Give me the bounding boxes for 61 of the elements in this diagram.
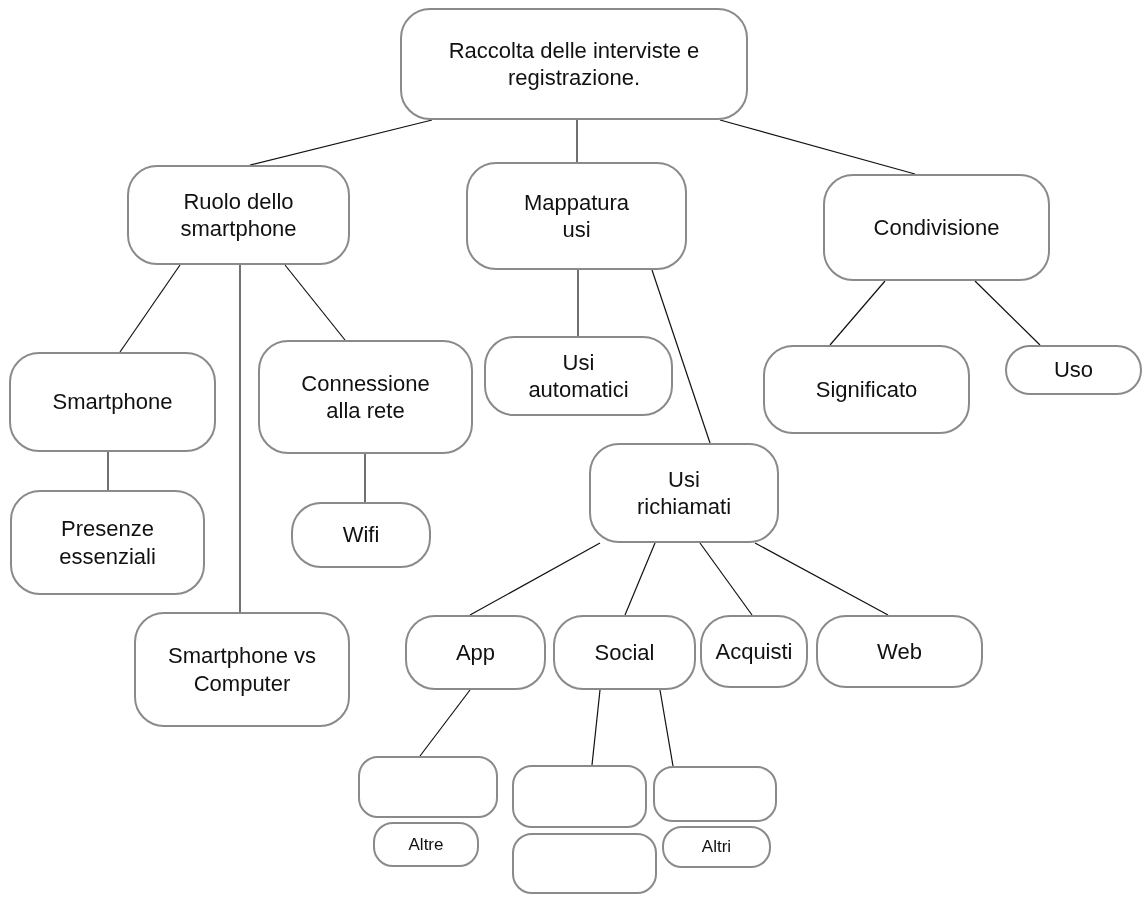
topic-box	[373, 822, 479, 867]
topic-box	[134, 612, 350, 727]
connector-line	[284, 264, 346, 341]
topic-box	[589, 443, 779, 543]
connector-line	[249, 119, 433, 166]
topic-text: Social	[594, 638, 655, 667]
connector-line	[419, 689, 471, 757]
connector-line	[576, 119, 578, 163]
connector-line	[699, 542, 753, 616]
connector-line	[719, 119, 916, 175]
empty-box	[512, 833, 657, 894]
topic-box	[400, 8, 748, 120]
connector-line	[829, 280, 886, 346]
topic-box	[700, 615, 808, 688]
connector-line	[239, 264, 241, 613]
topic-text: Ruolo dello smartphone	[179, 187, 298, 243]
connector-line	[469, 542, 601, 616]
empty-box	[653, 766, 777, 822]
topic-box	[763, 345, 970, 434]
topic-text: Usi richiamati	[635, 465, 733, 521]
topic-box	[127, 165, 350, 265]
topic-text: Wifi	[342, 521, 380, 549]
topic-text: Usi automatici	[528, 348, 629, 404]
connector-line	[651, 269, 711, 444]
topic-box	[258, 340, 473, 454]
connector-line	[577, 269, 579, 337]
connector-line	[754, 542, 889, 616]
topic-text: Mappatura usi	[522, 188, 631, 244]
topic-text: Condivisione	[873, 213, 1000, 242]
connector-line	[119, 264, 181, 353]
topic-text: Smartphone	[52, 388, 173, 416]
connector-line	[364, 453, 366, 503]
connector-line	[974, 280, 1041, 346]
connector-line	[591, 689, 601, 766]
topic-box	[484, 336, 673, 416]
topic-text: Connessione alla rete	[300, 369, 431, 425]
topic-box	[1005, 345, 1142, 395]
topic-text: Raccolta delle interviste e registrazione.	[447, 36, 701, 92]
topic-text: Presenze essenziali	[58, 515, 157, 570]
topic-text: Altre	[408, 833, 444, 856]
topic-text: Significato	[815, 375, 918, 404]
topic-box	[9, 352, 216, 452]
topic-box	[553, 615, 696, 690]
topic-box	[10, 490, 205, 595]
topic-text: Acquisti	[715, 637, 793, 666]
topic-box	[405, 615, 546, 690]
topic-box	[816, 615, 983, 688]
topic-text: App	[455, 638, 496, 667]
topic-box	[291, 502, 431, 568]
empty-box	[358, 756, 498, 818]
connector-line	[659, 689, 674, 767]
topic-text: Smartphone vs Computer	[167, 642, 317, 697]
topic-box	[466, 162, 687, 270]
connector-line	[624, 542, 656, 616]
topic-text: Web	[877, 637, 922, 666]
topic-text: Uso	[1053, 356, 1094, 384]
topic-text: Altri	[701, 836, 732, 858]
topic-box	[662, 826, 771, 868]
connector-line	[107, 451, 109, 491]
topic-box	[823, 174, 1050, 281]
empty-box	[512, 765, 647, 828]
